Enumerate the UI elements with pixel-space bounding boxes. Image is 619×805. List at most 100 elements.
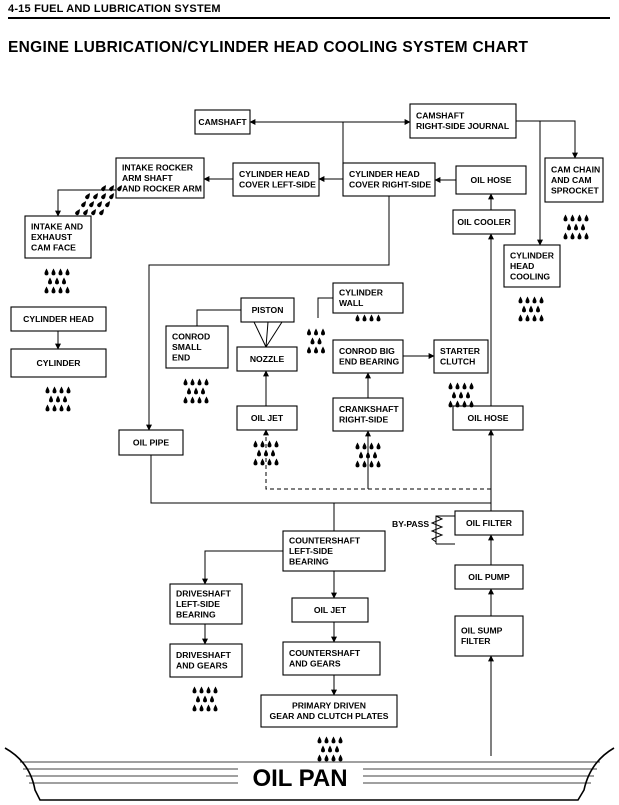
oil-drop (317, 736, 322, 744)
flow-line (150, 455, 491, 504)
node-label: AND GEARS (176, 661, 228, 671)
node-label: BEARING (289, 556, 329, 566)
oil-drop (100, 191, 108, 200)
oil-drop (577, 214, 582, 222)
oil-drop (45, 404, 50, 412)
node-label: COVER LEFT-SIDE (239, 180, 316, 190)
oil-drop (574, 223, 578, 231)
oil-drop (183, 378, 188, 386)
node-label: RIGHT-SIDE (339, 415, 388, 425)
oil-drop (59, 404, 64, 412)
oil-drop (44, 286, 49, 294)
node-label: RIGHT-SIDE JOURNAL (416, 121, 509, 131)
oil-drop (206, 704, 211, 712)
oil-drop (455, 382, 460, 390)
oil-drop (584, 232, 589, 240)
oil-drop (55, 277, 59, 285)
oil-drop (74, 207, 82, 216)
oil-drop (331, 754, 336, 762)
node-label: AND CAM (551, 175, 592, 185)
node-label: END (172, 352, 190, 362)
oil-drop (570, 232, 575, 240)
oil-drop (376, 314, 381, 322)
oil-drop (525, 314, 530, 322)
node-label: HEAD (510, 261, 534, 271)
flow-line (146, 196, 390, 431)
flow-connectors (55, 121, 578, 756)
oil-drop (338, 754, 343, 762)
node-label: ARM SHAFT (122, 173, 173, 183)
oil-drop (213, 704, 218, 712)
oil-drop (104, 199, 112, 208)
oil-drop (369, 314, 374, 322)
node-label: OIL SUMP (461, 626, 503, 636)
oil-drop (376, 460, 381, 468)
oil-drop (82, 207, 90, 216)
node-label: SPROCKET (551, 185, 599, 195)
oil-drop (355, 442, 360, 450)
oil-drop (88, 199, 96, 208)
node-label: CAMSHAFT (198, 117, 247, 127)
node-label: PRIMARY DRIVEN (292, 701, 366, 711)
oil-drop (100, 183, 108, 192)
node-label: COUNTERSHAFT (289, 648, 361, 658)
node-label: GEAR AND CLUTCH PLATES (270, 711, 389, 721)
oil-drop (197, 396, 202, 404)
oil-drop (206, 686, 211, 694)
node-label: CAM FACE (31, 242, 76, 252)
oil-drop (65, 268, 70, 276)
node-oil-jet-lower: OIL JET (291, 597, 369, 623)
oil-drop (44, 268, 49, 276)
oil-drop (108, 183, 116, 192)
oil-drop (204, 396, 209, 404)
oil-drop (355, 314, 360, 322)
flow-line (55, 189, 116, 217)
node-label: COVER RIGHT-SIDE (349, 180, 431, 190)
oil-drop (56, 395, 60, 403)
oil-drop (469, 400, 474, 408)
oil-drop (581, 223, 585, 231)
oil-drop (267, 440, 272, 448)
node-label: OIL PIPE (133, 437, 169, 447)
oil-drop (58, 286, 63, 294)
oil-drop (187, 387, 191, 395)
node-label: WALL (339, 298, 363, 308)
node-label: COOLING (510, 271, 550, 281)
oil-drop (321, 346, 325, 354)
oil-drop (274, 440, 279, 448)
node-label: OIL HOSE (468, 413, 509, 423)
oil-drop (362, 442, 367, 450)
node-label: OIL HOSE (471, 175, 512, 185)
oil-drop (462, 382, 467, 390)
oil-drop (369, 442, 374, 450)
oil-drop (536, 305, 540, 313)
oil-drop (532, 314, 537, 322)
oil-drop (338, 736, 343, 744)
node-label: CAMSHAFT (416, 111, 465, 121)
node-label: OIL FILTER (466, 518, 513, 528)
node-oil-jet-upper: OIL JET (236, 405, 298, 431)
node-oil-pump: OIL PUMP (454, 564, 524, 590)
oil-drop (359, 451, 363, 459)
node-label: OIL JET (314, 605, 347, 615)
oil-drop (324, 754, 329, 762)
node-label: STARTER (440, 346, 481, 356)
node-oil-hose-mid: OIL HOSE (452, 405, 524, 431)
oil-drop (52, 404, 57, 412)
oil-drop (563, 232, 568, 240)
oil-drop (328, 745, 332, 753)
node-label: CLUTCH (440, 357, 475, 367)
oil-drop (90, 207, 98, 216)
oil-drop (66, 404, 71, 412)
oil-drop (271, 449, 275, 457)
oil-drop (260, 458, 265, 466)
oil-drop (331, 736, 336, 744)
oil-drop (529, 305, 533, 313)
oil-drop (260, 440, 265, 448)
